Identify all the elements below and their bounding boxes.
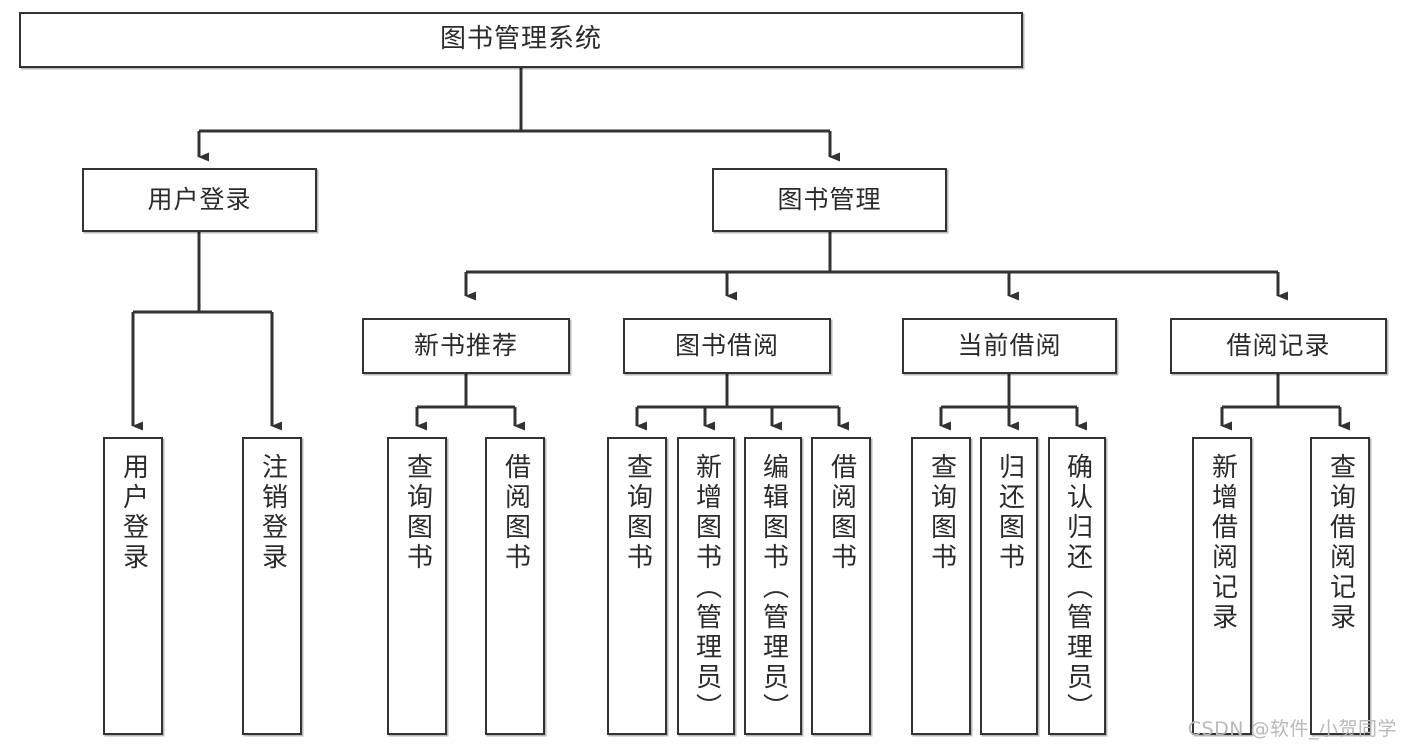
node-book-management[interactable]: 图书管理 [712, 168, 947, 232]
leaf-confirm-return-admin[interactable]: 确认归还（管理员） [1048, 437, 1106, 735]
node-user-login[interactable]: 用户登录 [82, 168, 317, 232]
leaf-borrow-books[interactable]: 借阅图书 [811, 437, 871, 735]
node-label: 归还图书 [994, 453, 1025, 573]
node-root-system[interactable]: 图书管理系统 [19, 12, 1023, 68]
node-label: 确认归还（管理员） [1062, 453, 1093, 723]
node-label: 新书推荐 [413, 330, 518, 360]
node-label: 图书管理 [777, 184, 882, 214]
node-borrow-record[interactable]: 借阅记录 [1170, 318, 1387, 374]
node-label: 借阅图书 [826, 453, 857, 573]
node-label: 当前借阅 [957, 330, 1062, 360]
leaf-add-book-admin[interactable]: 新增图书（管理员） [677, 437, 735, 735]
node-label: 查询图书 [622, 453, 653, 573]
node-label: 注销登录 [257, 453, 288, 573]
node-label: 图书借阅 [674, 330, 779, 360]
node-label: 查询借阅记录 [1325, 453, 1356, 633]
leaf-logout[interactable]: 注销登录 [242, 437, 302, 735]
leaf-return-books[interactable]: 归还图书 [980, 437, 1038, 735]
leaf-query-books-recommend[interactable]: 查询图书 [387, 437, 447, 735]
node-label: 用户登录 [118, 453, 149, 573]
node-label: 编辑图书（管理员） [758, 453, 789, 723]
leaf-add-borrow-record[interactable]: 新增借阅记录 [1192, 437, 1252, 735]
node-current-borrow[interactable]: 当前借阅 [902, 318, 1117, 374]
node-label: 新增借阅记录 [1207, 453, 1238, 633]
node-label: 借阅记录 [1226, 330, 1331, 360]
node-label: 查询图书 [402, 453, 433, 573]
leaf-query-borrow-record[interactable]: 查询借阅记录 [1310, 437, 1370, 735]
leaf-edit-book-admin[interactable]: 编辑图书（管理员） [744, 437, 802, 735]
node-label: 新增图书（管理员） [691, 453, 722, 723]
node-new-book-recommend[interactable]: 新书推荐 [362, 318, 570, 374]
leaf-query-books-current[interactable]: 查询图书 [911, 437, 971, 735]
node-label: 查询图书 [926, 453, 957, 573]
node-label: 图书管理系统 [439, 24, 602, 55]
leaf-user-login[interactable]: 用户登录 [103, 437, 163, 735]
node-book-borrow[interactable]: 图书借阅 [623, 318, 831, 374]
leaf-query-books-borrow[interactable]: 查询图书 [607, 437, 667, 735]
leaf-borrow-books-recommend[interactable]: 借阅图书 [485, 437, 545, 735]
node-label: 用户登录 [147, 184, 252, 214]
node-label: 借阅图书 [500, 453, 531, 573]
